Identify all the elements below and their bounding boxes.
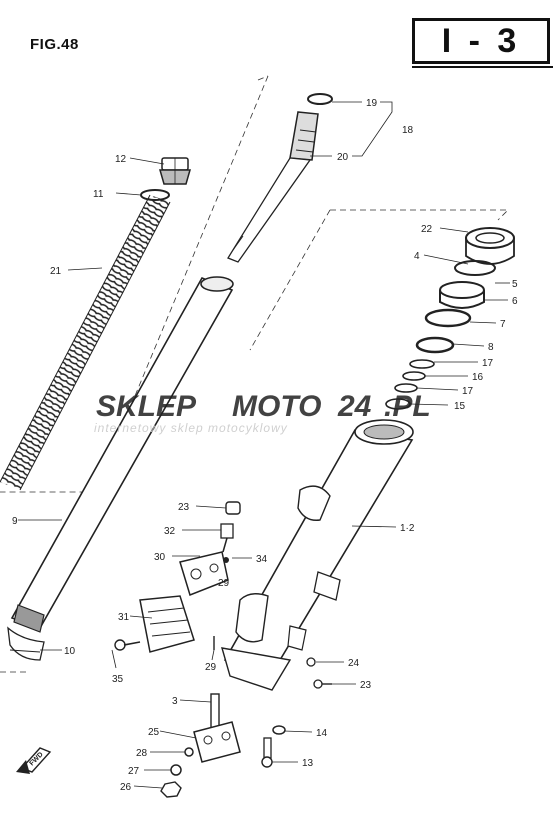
callout-7: 7 xyxy=(500,319,506,330)
axle-holder xyxy=(193,721,241,763)
callout-9: 9 xyxy=(12,516,18,527)
outer-fork-tube xyxy=(221,419,414,691)
inner-fork-tube xyxy=(7,276,234,661)
caliper-bracket xyxy=(179,551,229,596)
drain-bolt xyxy=(313,679,332,689)
callout-23-lower: 23 xyxy=(360,680,372,691)
callout-27: 27 xyxy=(128,766,140,777)
callout-19: 19 xyxy=(366,98,378,109)
damper-rod xyxy=(227,93,333,263)
callout-18: 18 xyxy=(402,125,414,136)
bleeder-valve xyxy=(220,523,234,553)
holder-nut xyxy=(160,781,182,798)
callout-13: 13 xyxy=(302,758,314,769)
fork-spring xyxy=(0,194,171,491)
callout-numbers: 19 18 20 12 11 21 22 4 5 6 7 8 17 16 17 … xyxy=(12,98,518,793)
callout-31: 31 xyxy=(118,612,130,623)
callout-12: 12 xyxy=(115,154,127,165)
callout-14: 14 xyxy=(316,728,328,739)
snap-ring xyxy=(454,260,496,276)
seal-spacer xyxy=(424,308,472,328)
callout-20: 20 xyxy=(337,152,349,163)
caliper-body xyxy=(139,595,195,653)
watermark-brand-part4: .PL xyxy=(384,390,431,423)
drain-screw xyxy=(306,657,316,667)
callout-10: 10 xyxy=(64,646,76,657)
callout-29-lower: 29 xyxy=(205,662,217,673)
callout-23-upper: 23 xyxy=(178,502,190,513)
oil-seal xyxy=(439,281,485,309)
callout-24: 24 xyxy=(348,658,360,669)
pad-pin xyxy=(114,639,141,651)
callout-4: 4 xyxy=(414,251,420,262)
callout-22: 22 xyxy=(421,224,433,235)
washer-upper xyxy=(409,359,435,369)
holder-washer xyxy=(272,725,286,735)
clip-pin xyxy=(223,557,229,563)
callout-3: 3 xyxy=(172,696,178,707)
callout-25: 25 xyxy=(148,727,160,738)
watermark-tagline: internetowy sklep motocyklowy xyxy=(94,421,288,435)
callout-29-upper: 29 xyxy=(218,578,230,589)
cap-bolt xyxy=(159,157,191,185)
callout-17-lower: 17 xyxy=(462,386,474,397)
holder-bolt xyxy=(261,737,273,768)
callout-16: 16 xyxy=(472,372,484,383)
callout-32: 32 xyxy=(164,526,176,537)
callout-35: 35 xyxy=(112,674,124,685)
group-outline-right xyxy=(249,209,509,351)
figure-label: FIG.48 xyxy=(30,36,79,53)
callout-17-upper: 17 xyxy=(482,358,494,369)
dust-seal xyxy=(465,227,515,265)
callout-21: 21 xyxy=(50,266,62,277)
page-reference-box: I - 3 xyxy=(412,18,553,68)
axle-stud xyxy=(210,693,220,731)
watermark-brand-part3: 24 xyxy=(337,390,372,423)
spring-washer xyxy=(184,747,194,757)
guide-bushing xyxy=(415,336,455,354)
front-direction-icon: FWD xyxy=(16,747,52,774)
callout-11: 11 xyxy=(93,189,104,200)
callout-30: 30 xyxy=(154,552,166,563)
callout-34: 34 xyxy=(256,554,268,565)
watermark: SKLEP MOTO 24 .PL internetowy sklep moto… xyxy=(94,390,431,435)
plain-washer xyxy=(170,764,182,776)
watermark-brand-part2: MOTO xyxy=(232,390,321,423)
callout-8: 8 xyxy=(488,342,494,353)
leader-lines xyxy=(18,101,510,789)
callout-26: 26 xyxy=(120,782,132,793)
callout-15: 15 xyxy=(454,401,466,412)
bleeder-cap xyxy=(225,501,241,515)
washer-middle xyxy=(402,371,426,381)
callout-28: 28 xyxy=(136,748,148,759)
callout-5: 5 xyxy=(512,279,518,290)
watermark-brand-part1: SKLEP xyxy=(96,390,197,423)
callout-6: 6 xyxy=(512,296,518,307)
callout-1-2: 1·2 xyxy=(400,523,415,534)
